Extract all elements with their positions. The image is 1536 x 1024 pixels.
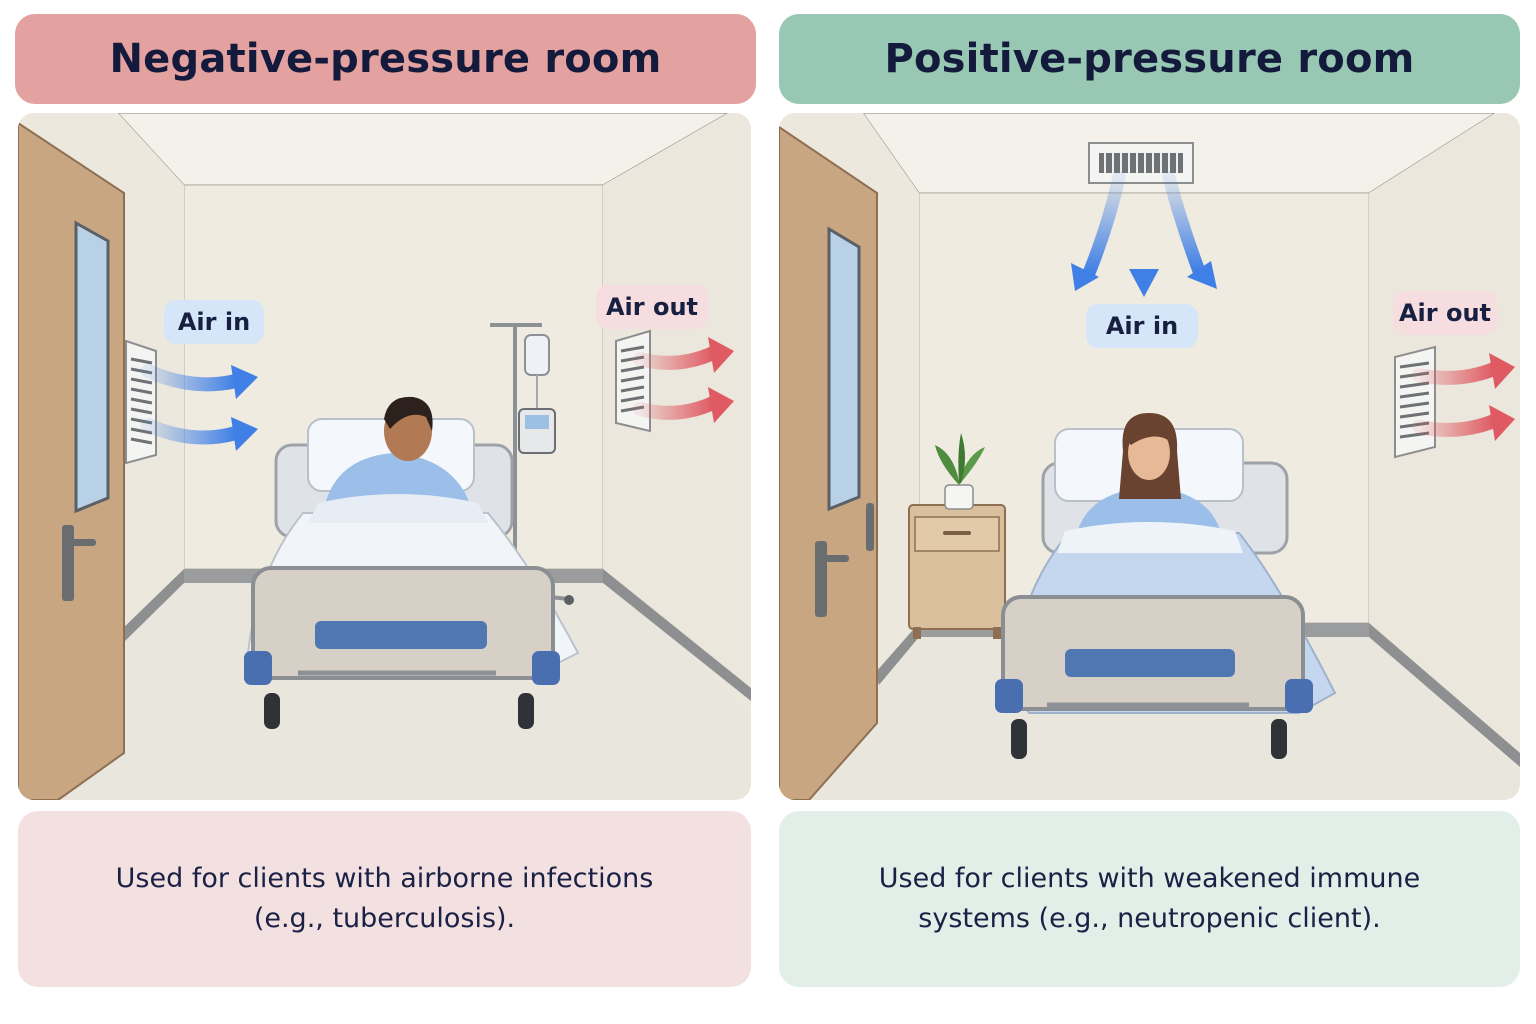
- hospital-bed-icon: [995, 413, 1337, 759]
- positive-room-illustration: Air in Air out: [779, 113, 1520, 800]
- door-window: [827, 226, 861, 512]
- positive-caption-line-1: Used for clients with weakened immune: [878, 863, 1421, 894]
- positive-room-caption: Used for clients with weakened immune sy…: [779, 811, 1520, 987]
- air-out-arrows-icon: [1412, 353, 1515, 441]
- air-in-label: Air in: [164, 300, 264, 344]
- air-in-arrows-icon: [141, 364, 258, 451]
- negative-room-illustration: Air in Air out: [18, 113, 751, 800]
- air-out-label: Air out: [1393, 291, 1497, 335]
- negative-room-title: Negative-pressure room: [15, 14, 756, 104]
- positive-room-title: Positive-pressure room: [779, 14, 1520, 104]
- door-handle: [62, 525, 74, 601]
- negative-caption-line-2: (e.g., tuberculosis).: [253, 903, 516, 934]
- door-handle: [815, 541, 827, 617]
- potted-plant-icon: [935, 433, 985, 510]
- baseboard-right: [603, 569, 751, 701]
- air-out-label: Air out: [596, 285, 708, 329]
- air-out-arrows-icon: [633, 337, 734, 423]
- hospital-bed-icon: [244, 396, 580, 729]
- patient-woman-icon: [1077, 413, 1221, 533]
- negative-room-caption: Used for clients with airborne infection…: [18, 811, 751, 987]
- nightstand-icon: [908, 504, 1006, 639]
- air-in-arrows-icon: [1071, 170, 1217, 297]
- air-in-label: Air in: [1086, 304, 1198, 348]
- floor: [18, 569, 751, 800]
- baseboard-left: [118, 569, 184, 643]
- positive-caption-line-2: systems (e.g., neutropenic client).: [918, 903, 1381, 934]
- negative-caption-line-1: Used for clients with airborne infection…: [115, 863, 654, 894]
- door-window: [74, 220, 110, 514]
